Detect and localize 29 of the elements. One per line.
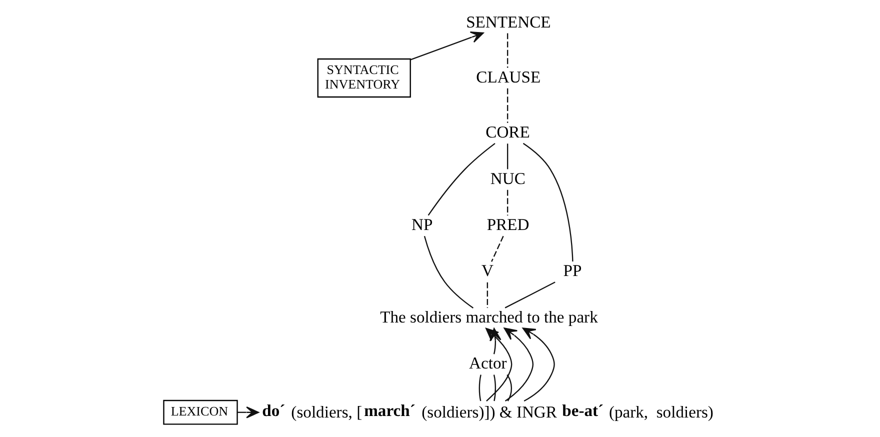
connector — [504, 282, 556, 308]
node-text: PP — [563, 261, 582, 280]
node-text: CORE — [486, 122, 530, 142]
connector — [506, 33, 508, 68]
connector — [478, 374, 482, 402]
node-text: V — [482, 261, 494, 280]
connector — [424, 236, 474, 308]
connector — [506, 144, 508, 170]
connector — [491, 236, 504, 262]
node-text: CLAUSE — [476, 67, 541, 86]
node-text: NP — [412, 215, 433, 234]
connector — [493, 374, 496, 402]
connector — [506, 374, 512, 402]
node-text: SENTENCE — [466, 12, 551, 32]
arrow — [504, 328, 534, 402]
connector — [506, 190, 508, 216]
arrow — [522, 328, 555, 402]
node-text: do´ (soldiers, [march´ (soldiers)]) & INGR be-at´ (park, soldiers) — [262, 401, 714, 422]
node-box: LEXICON — [163, 400, 238, 425]
arrow — [410, 32, 484, 60]
connector — [486, 282, 488, 308]
node-text: PRED — [486, 215, 530, 234]
node-text: Actor — [469, 354, 507, 373]
connector — [506, 88, 508, 123]
node-text: NUC — [490, 168, 526, 188]
node-text: The soldiers marched to the park — [380, 307, 598, 326]
connector — [522, 142, 574, 262]
connector — [428, 142, 496, 216]
node-box: SYNTACTIC INVENTORY — [317, 58, 411, 98]
